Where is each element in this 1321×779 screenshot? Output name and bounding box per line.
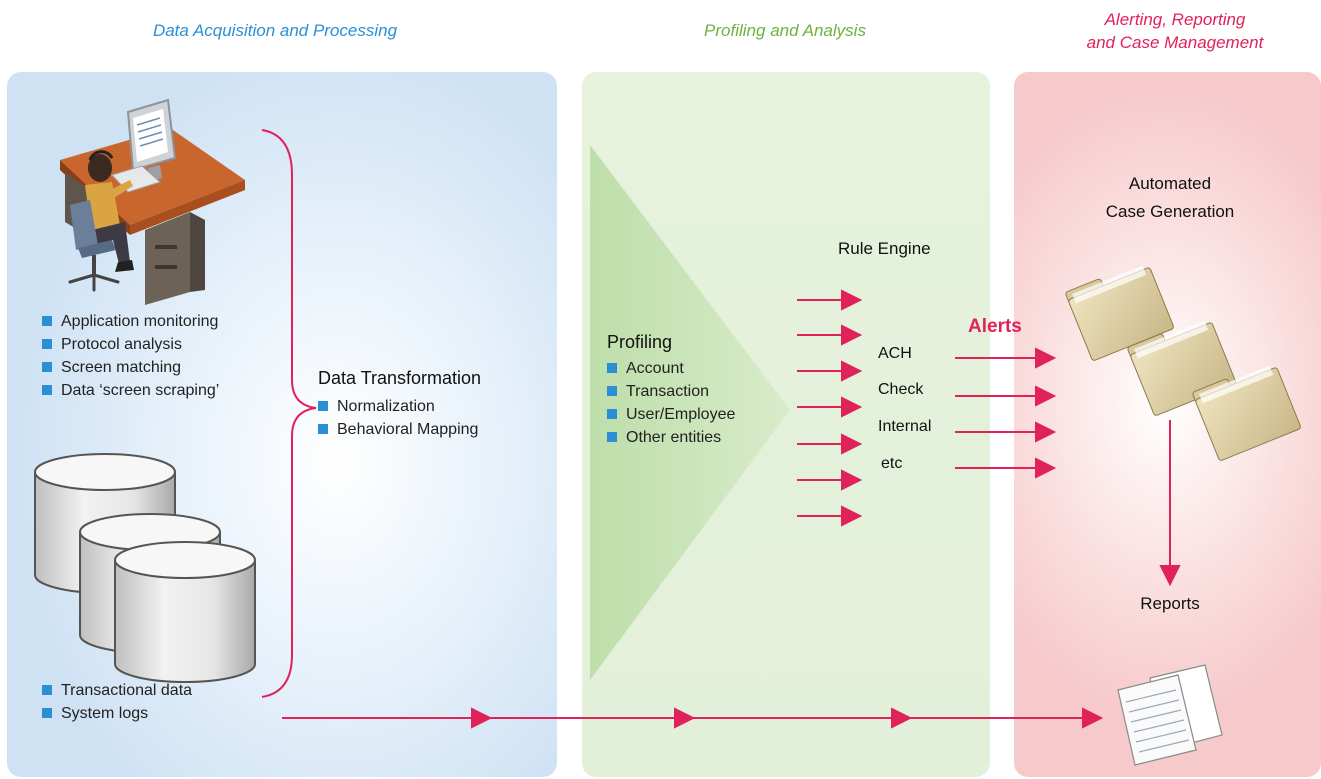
workstation-illustration [60, 98, 245, 305]
case-generation-title-line1: Automated [1128, 174, 1212, 193]
profiling-list: Account Transaction User/Employee Other … [607, 357, 735, 449]
bullet-icon [607, 386, 617, 396]
database-cylinders [34, 453, 256, 683]
rule-engine-title: Rule Engine [838, 239, 931, 258]
alerts-label: Alerts [968, 316, 1022, 337]
bullet-icon [318, 401, 328, 411]
header-alerting-line1: Alerting, Reporting [1104, 10, 1246, 29]
bullet-icon [42, 685, 52, 695]
header-acquisition: Data Acquisition and Processing [152, 21, 398, 40]
list-item: Transactional data [42, 679, 192, 702]
bullet-icon [318, 424, 328, 434]
header-alerting-line2: and Case Management [1086, 33, 1264, 52]
alert-type-etc: etc [881, 455, 903, 472]
bullet-icon [607, 363, 617, 373]
reports-label: Reports [1140, 594, 1200, 613]
bullet-icon [42, 362, 52, 372]
bullet-icon [42, 385, 52, 395]
monitoring-list: Application monitoring Protocol analysis… [42, 310, 219, 402]
reports-document-icon [1117, 664, 1223, 766]
bullet-icon [42, 339, 52, 349]
list-item: Behavioral Mapping [318, 418, 478, 441]
bullet-icon [42, 316, 52, 326]
list-item: System logs [42, 702, 192, 725]
rule-engine-arrows [797, 289, 863, 527]
alert-type-ach: ACH [878, 345, 912, 362]
list-item: User/Employee [607, 403, 735, 426]
alert-type-check: Check [878, 381, 924, 398]
bullet-icon [42, 708, 52, 718]
transformation-brace [261, 129, 317, 698]
list-item: Protocol analysis [42, 333, 219, 356]
list-item: Account [607, 357, 735, 380]
case-generation-title-line2: Case Generation [1105, 202, 1235, 221]
list-item: Screen matching [42, 356, 219, 379]
list-item: Application monitoring [42, 310, 219, 333]
case-folders-icon [1065, 265, 1301, 461]
profiling-title: Profiling [607, 332, 673, 352]
list-item: Data ‘screen scraping’ [42, 379, 219, 402]
alert-type-internal: Internal [878, 418, 932, 435]
profiling-chevron [590, 145, 790, 680]
list-item: Other entities [607, 426, 735, 449]
alert-arrows [955, 347, 1057, 479]
transformation-list: Normalization Behavioral Mapping [318, 395, 478, 441]
header-profiling: Profiling and Analysis [704, 21, 866, 40]
data-source-list: Transactional data System logs [42, 679, 192, 725]
list-item: Transaction [607, 380, 735, 403]
bottom-flow-arrow [282, 707, 1104, 729]
bullet-icon [607, 409, 617, 419]
reports-arrow [1159, 420, 1181, 587]
bullet-icon [607, 432, 617, 442]
transformation-title: Data Transformation [318, 368, 482, 388]
list-item: Normalization [318, 395, 478, 418]
